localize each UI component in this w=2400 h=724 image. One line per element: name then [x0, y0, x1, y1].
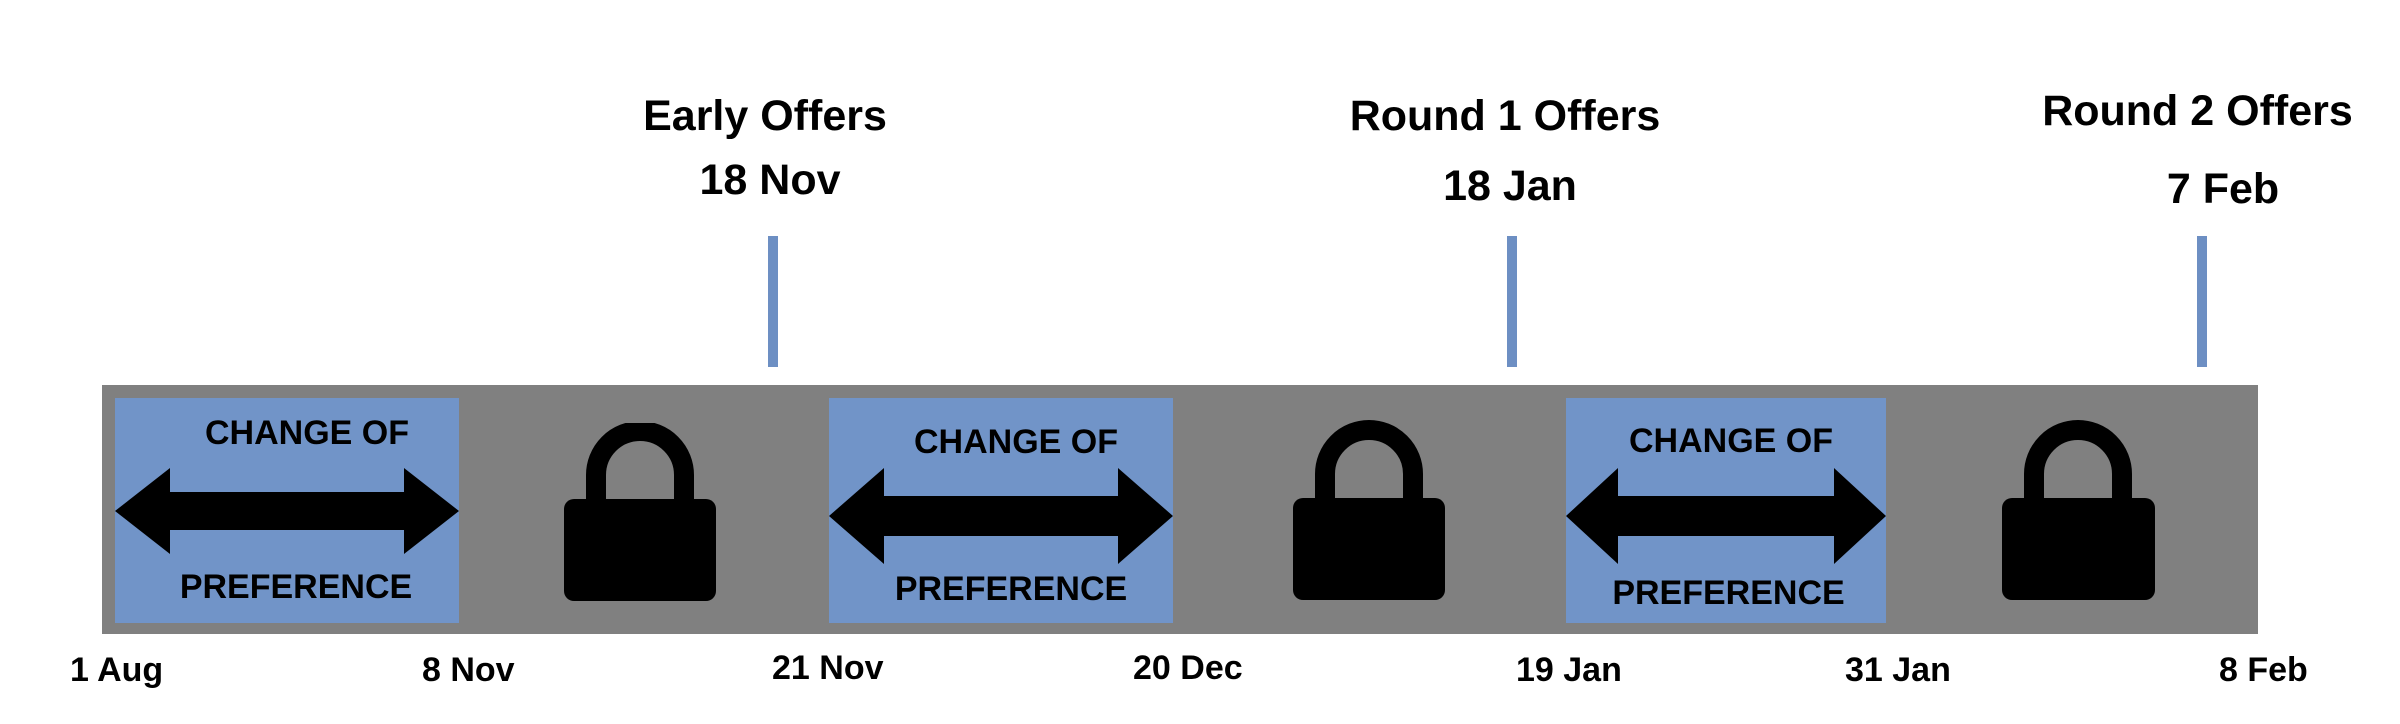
change-of-preference-box-2: CHANGE OF PREFERENCE: [829, 398, 1173, 623]
change-of-preference-line2: PREFERENCE: [894, 570, 1128, 608]
timeline-date: 1 Aug: [70, 651, 164, 689]
double-arrow-icon: [115, 466, 459, 556]
double-arrow-icon: [1566, 466, 1886, 566]
change-of-preference-line1: CHANGE OF: [205, 414, 409, 452]
timeline-date: 8 Feb: [2219, 651, 2308, 689]
early-offers-title: Early Offers: [643, 92, 887, 140]
timeline-date: 31 Jan: [1845, 651, 1951, 689]
lock-icon: [1291, 420, 1447, 602]
double-arrow-icon: [829, 466, 1173, 566]
change-of-preference-line1: CHANGE OF: [914, 423, 1118, 461]
round1-offers-marker: [1507, 236, 1517, 367]
lock-icon: [2000, 418, 2157, 602]
early-offers-marker: [768, 236, 778, 367]
timeline-date: 21 Nov: [772, 649, 884, 687]
change-of-preference-line2: PREFERENCE: [179, 568, 413, 606]
timeline-date: 8 Nov: [422, 651, 515, 689]
change-of-preference-line2: PREFERENCE: [1612, 574, 1845, 612]
early-offers-date: 18 Nov: [699, 156, 841, 204]
round2-offers-marker: [2197, 236, 2207, 367]
timeline-band: [102, 385, 2258, 634]
timeline-date: 20 Dec: [1133, 649, 1243, 687]
round2-offers-date: 7 Feb: [2166, 165, 2280, 213]
change-of-preference-box-3: CHANGE OF PREFERENCE: [1566, 398, 1886, 623]
timeline-date: 19 Jan: [1516, 651, 1622, 689]
lock-icon: [562, 423, 718, 603]
round1-offers-title: Round 1 Offers: [1349, 92, 1661, 140]
round1-offers-date: 18 Jan: [1443, 162, 1577, 210]
change-of-preference-line1: CHANGE OF: [1629, 422, 1833, 460]
change-of-preference-box-1: CHANGE OF PREFERENCE: [115, 398, 459, 623]
round2-offers-title: Round 2 Offers: [2042, 87, 2353, 135]
